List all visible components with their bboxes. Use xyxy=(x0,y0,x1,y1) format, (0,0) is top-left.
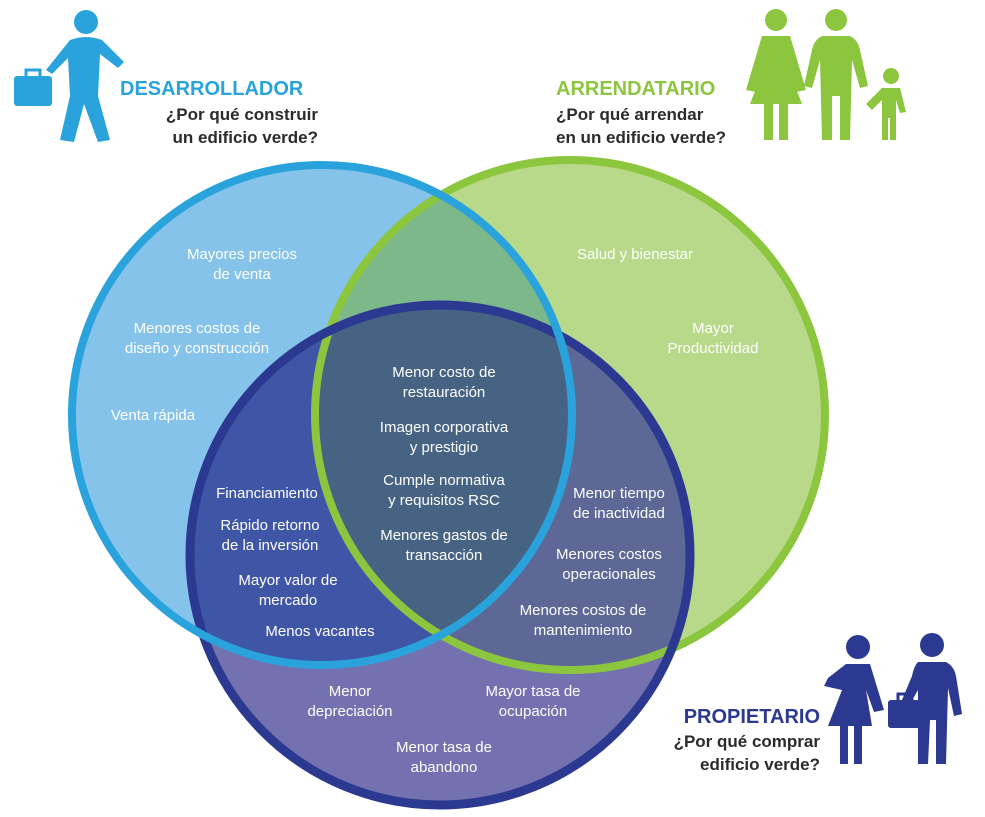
benefit-label: Menores costos de mantenimiento xyxy=(520,602,647,639)
benefit-label-line: restauración xyxy=(403,384,486,401)
benefit-label: Menores costos operacionales xyxy=(556,546,662,583)
tenant-question-line-2: en un edificio verde? xyxy=(556,128,726,147)
benefit-label: Venta rápida xyxy=(111,407,196,424)
benefit-label-line: Menos vacantes xyxy=(265,623,374,640)
benefit-label: Menor depreciación xyxy=(307,683,392,720)
benefit-label-line: ocupación xyxy=(499,703,567,720)
benefit-label: Rápido retorno de la inversión xyxy=(220,517,319,554)
benefit-label-line: abandono xyxy=(411,759,478,776)
family-icon xyxy=(746,9,906,140)
benefit-label-line: Mayor xyxy=(692,320,734,337)
benefit-label-line: Menores costos de xyxy=(520,602,647,619)
benefit-label-line: Mayor valor de xyxy=(238,572,337,589)
benefit-label: Cumple normativa y requisitos RSC xyxy=(383,472,505,509)
benefit-label-line: Menor tasa de xyxy=(396,739,492,756)
couple-icon xyxy=(824,633,962,764)
benefit-label-line: Menor costo de xyxy=(392,364,495,381)
benefit-label-line: Menor tiempo xyxy=(573,485,665,502)
person-with-briefcase-icon xyxy=(14,10,124,142)
benefit-label: Menores gastos de transacción xyxy=(380,527,508,564)
benefit-label-line: Menores gastos de xyxy=(380,527,508,544)
owner-circle-outline xyxy=(185,300,695,810)
developer-circle-outline xyxy=(68,161,576,669)
benefit-label-line: depreciación xyxy=(307,703,392,720)
benefit-label-line: de la inversión xyxy=(222,537,319,554)
benefit-label-line: Menor xyxy=(329,683,372,700)
benefit-label-line: Mayores precios xyxy=(187,246,297,263)
benefit-label-line: y prestigio xyxy=(410,439,478,456)
benefit-label: Menos vacantes xyxy=(265,623,374,640)
tenant-question-line-1: ¿Por qué arrendar xyxy=(556,105,704,124)
benefit-label: Mayor tasa de ocupación xyxy=(485,683,580,720)
benefit-label-line: Menores costos xyxy=(556,546,662,563)
benefit-label: Salud y bienestar xyxy=(577,246,693,263)
benefit-label-line: diseño y construcción xyxy=(125,340,269,357)
developer-question-line-2: un edificio verde? xyxy=(173,128,318,147)
owner-question-line-2: edificio verde? xyxy=(700,755,820,774)
tenant-title: ARRENDATARIO xyxy=(556,78,715,100)
developer-question-line-1: ¿Por qué construir xyxy=(166,105,318,124)
benefit-label: Menor costo de restauración xyxy=(392,364,495,401)
benefit-label: Menor tasa de abandono xyxy=(396,739,492,776)
benefit-label-line: Imagen corporativa xyxy=(380,419,509,436)
benefit-label: Financiamiento xyxy=(216,485,318,502)
benefit-label-line: Menores costos de xyxy=(134,320,261,337)
benefit-label-line: y requisitos RSC xyxy=(388,492,500,509)
benefit-label: Menores costos de diseño y construcción xyxy=(125,320,269,357)
benefit-label-line: de inactividad xyxy=(573,505,665,522)
owner-question-line-1: ¿Por qué comprar xyxy=(674,732,821,751)
benefit-label-line: Salud y bienestar xyxy=(577,246,693,263)
developer-title: DESARROLLADOR xyxy=(120,78,304,100)
benefit-label-line: transacción xyxy=(406,547,483,564)
owner-title: PROPIETARIO xyxy=(684,706,820,728)
benefit-label-line: Venta rápida xyxy=(111,407,196,424)
benefit-label: Menor tiempo de inactividad xyxy=(573,485,665,522)
benefit-label-line: Productividad xyxy=(668,340,759,357)
benefit-label: Imagen corporativa y prestigio xyxy=(380,419,509,456)
benefit-label: Mayor valor de mercado xyxy=(238,572,337,609)
benefit-label-line: de venta xyxy=(213,266,271,283)
benefit-label-line: Financiamiento xyxy=(216,485,318,502)
benefit-label-line: mercado xyxy=(259,592,317,609)
benefit-label-line: mantenimiento xyxy=(534,622,632,639)
center-overlap xyxy=(315,305,572,665)
benefit-label-line: Rápido retorno xyxy=(220,517,319,534)
benefit-label: Mayores precios de venta xyxy=(187,246,297,283)
tenant-circle-outline xyxy=(311,156,829,674)
benefit-label-line: Cumple normativa xyxy=(383,472,505,489)
benefit-label-line: Mayor tasa de xyxy=(485,683,580,700)
benefit-label-line: operacionales xyxy=(562,566,655,583)
